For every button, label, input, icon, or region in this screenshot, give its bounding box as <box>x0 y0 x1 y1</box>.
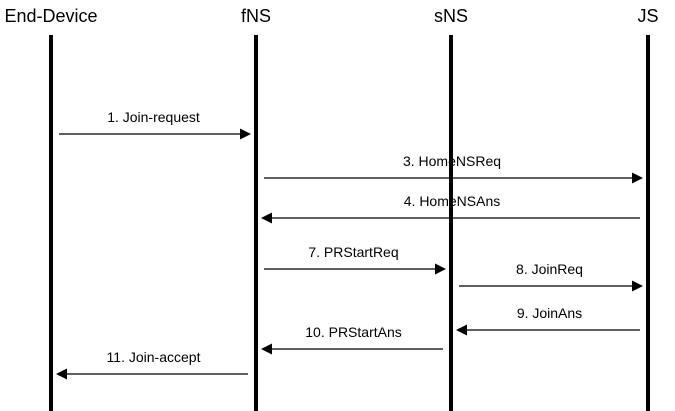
arrowhead-icon <box>435 263 446 275</box>
message-label: 4. HomeNSAns <box>404 193 500 209</box>
arrowhead-icon <box>261 212 272 224</box>
participant-label-end-device: End-Device <box>4 6 97 26</box>
message-6: 9. JoinAns <box>456 305 640 336</box>
arrowhead-icon <box>632 280 643 292</box>
participant-lanes: End-Device fNS sNS JS <box>4 6 659 411</box>
participant-label-js: JS <box>637 6 658 26</box>
message-2: 3. HomeNSReq <box>264 153 643 184</box>
message-label: 9. JoinAns <box>517 305 582 321</box>
message-8: 11. Join-accept <box>56 349 248 380</box>
message-label: 1. Join-request <box>107 109 200 125</box>
message-label: 7. PRStartReq <box>308 244 398 260</box>
message-4: 7. PRStartReq <box>264 244 446 275</box>
message-arrows: 1. Join-request 3. HomeNSReq 4. HomeNSAns 7… <box>56 109 643 380</box>
participant-label-sns: sNS <box>434 6 468 26</box>
message-5: 8. JoinReq <box>459 261 643 292</box>
arrowhead-icon <box>56 368 67 380</box>
arrowhead-icon <box>261 343 272 355</box>
arrowhead-icon <box>632 172 643 184</box>
message-7: 10. PRStartAns <box>261 324 443 355</box>
message-label: 10. PRStartAns <box>305 324 402 340</box>
message-label: 8. JoinReq <box>516 261 583 277</box>
arrowhead-icon <box>240 128 251 140</box>
participant-label-fns: fNS <box>241 6 271 26</box>
message-label: 3. HomeNSReq <box>403 153 501 169</box>
arrowhead-icon <box>456 324 467 336</box>
message-label: 11. Join-accept <box>107 349 201 365</box>
message-3: 4. HomeNSAns <box>261 193 640 224</box>
message-1: 1. Join-request <box>59 109 251 140</box>
